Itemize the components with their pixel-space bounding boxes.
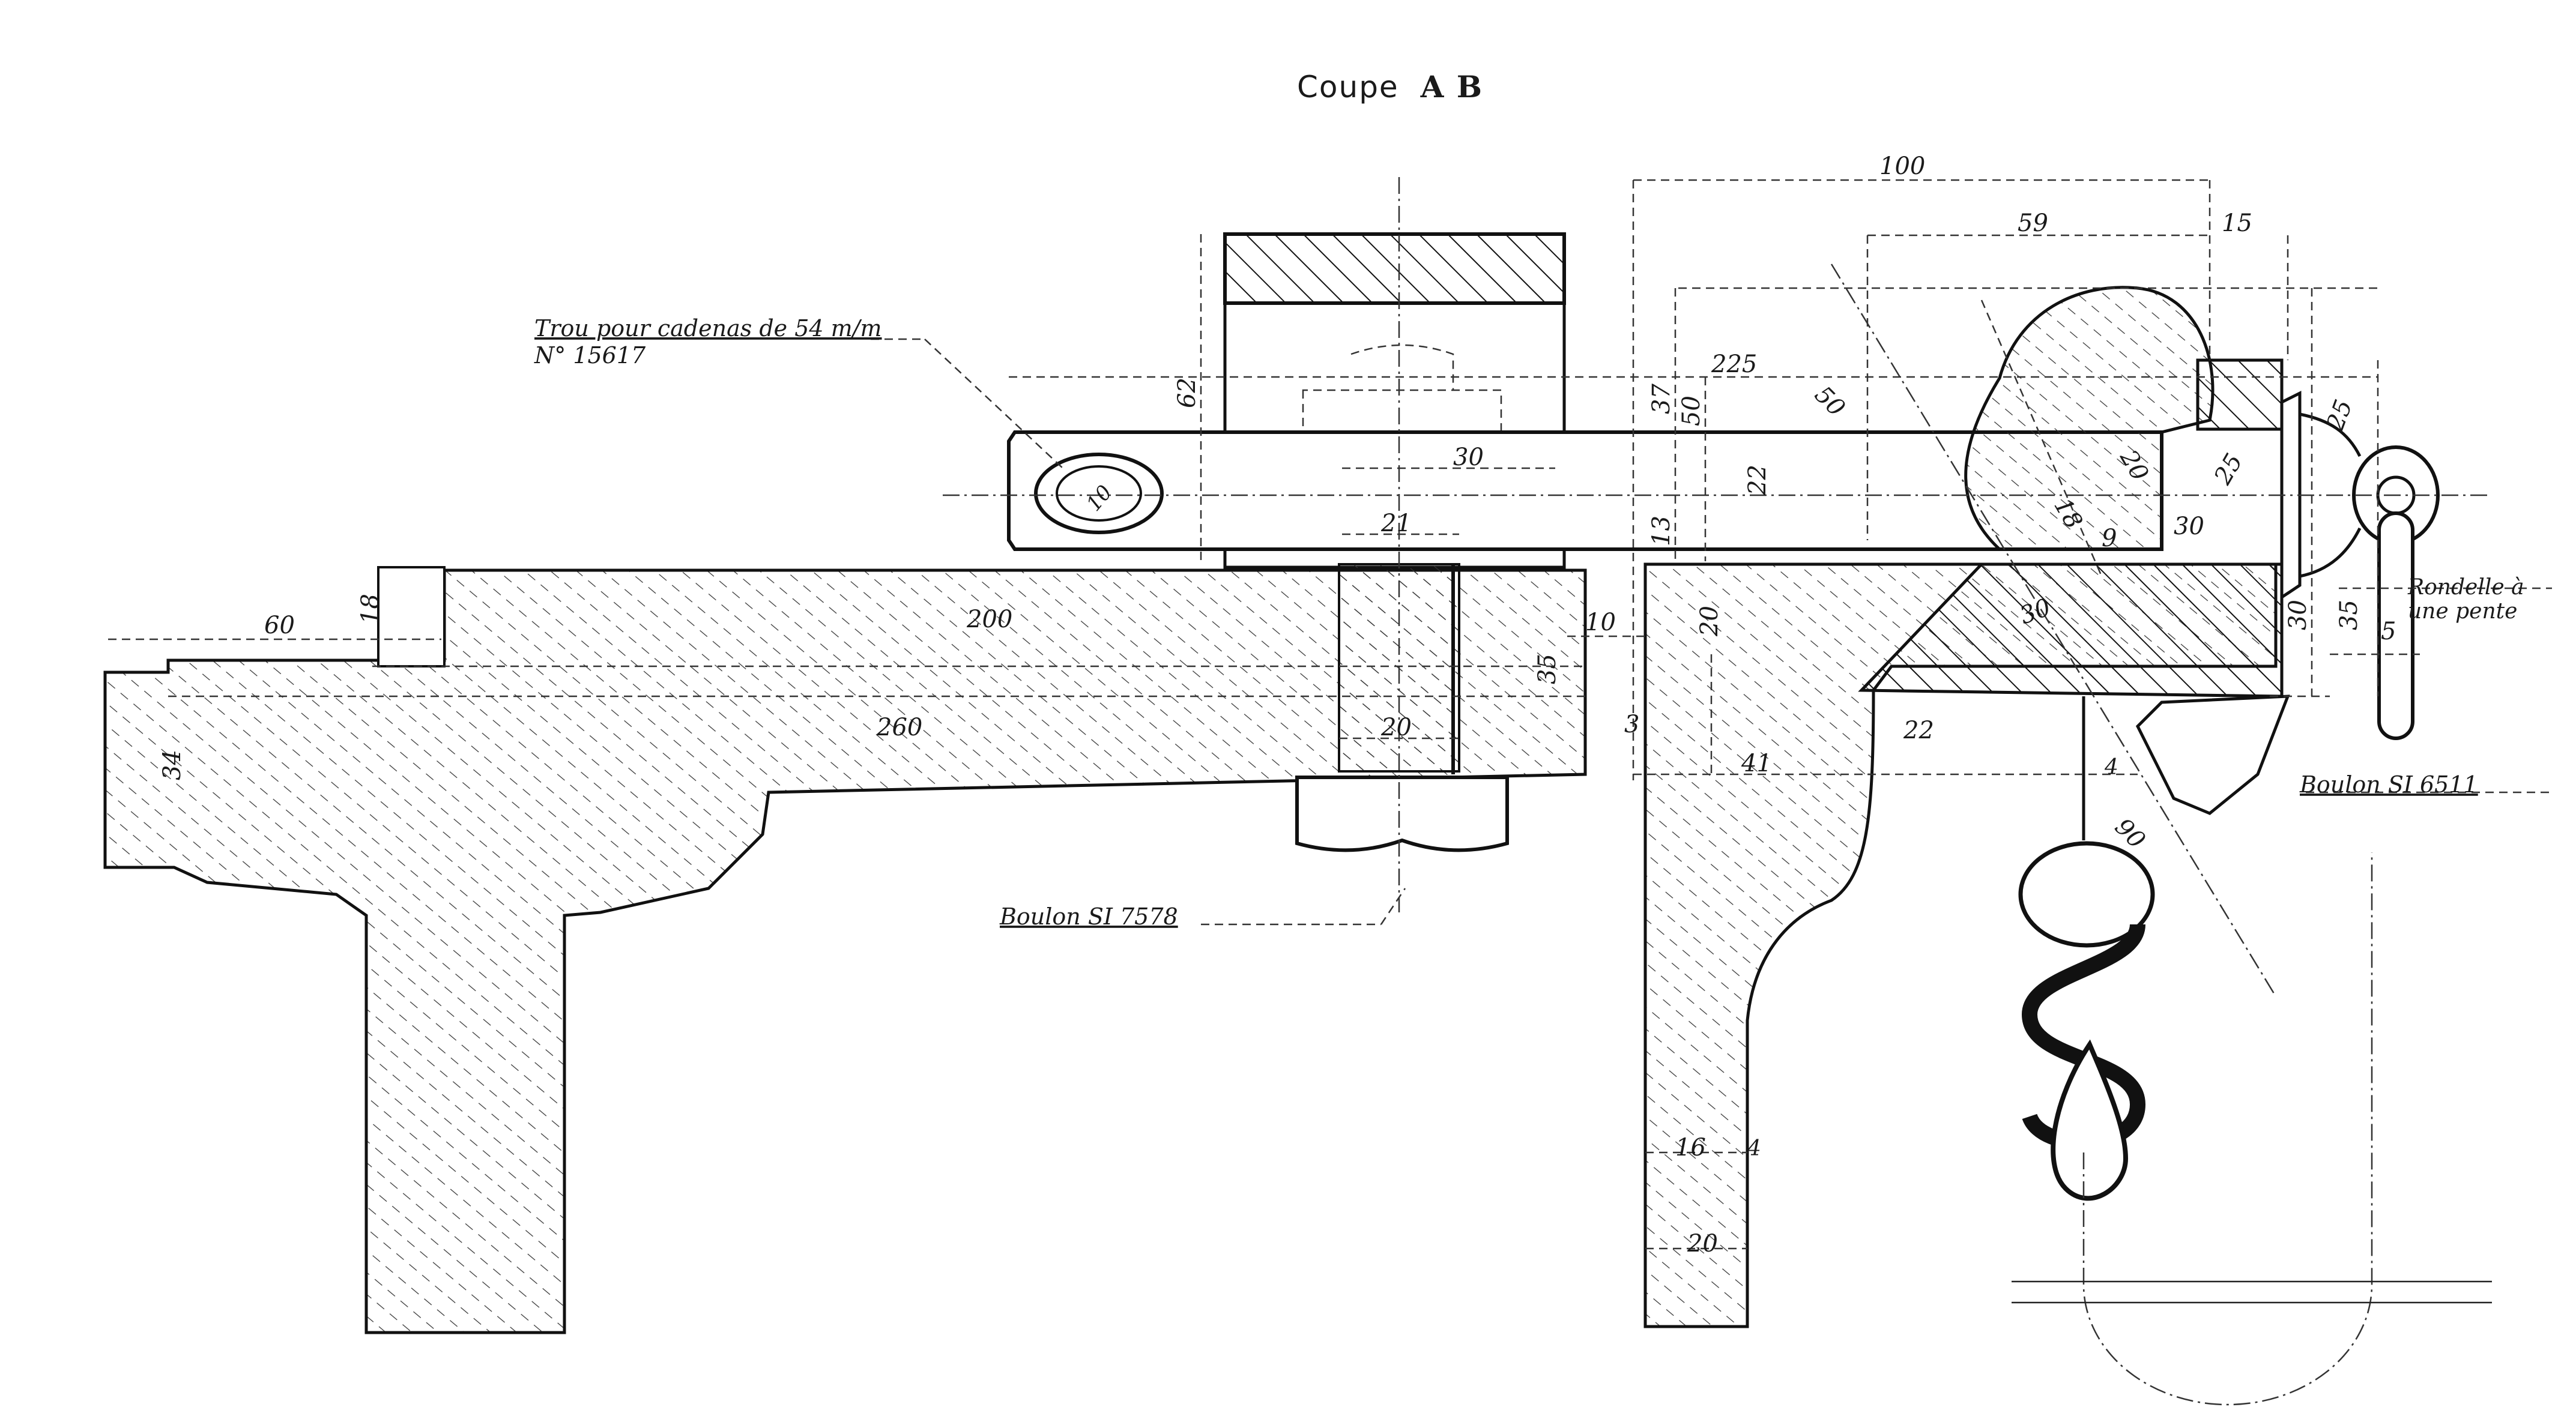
section-title: Coupe A B bbox=[1297, 69, 1483, 104]
dim-30-top: 30 bbox=[1453, 444, 1484, 471]
dim-20-bolt: 20 bbox=[1380, 714, 1412, 741]
dim-60: 60 bbox=[264, 612, 295, 639]
dim-13: 13 bbox=[1648, 516, 1675, 546]
dim-260: 260 bbox=[876, 714, 922, 741]
padlock-hole-note-line2: N° 15617 bbox=[534, 342, 646, 369]
dim-30-diagonal: 30 bbox=[2174, 513, 2204, 540]
cam-plate bbox=[2196, 358, 2284, 431]
bolt-nut bbox=[1295, 776, 1509, 852]
dimension-values: 100 59 15 225 50 37 50 62 30 10 22 21 13… bbox=[159, 152, 2396, 1258]
annotation-washer: Rondelle à une pente bbox=[2407, 575, 2524, 624]
dim-4-b: 4 bbox=[1747, 1136, 1761, 1161]
dim-35: 35 bbox=[1534, 654, 1561, 684]
dim-25-right: 25 bbox=[2321, 396, 2358, 435]
dim-37: 37 bbox=[1648, 384, 1675, 414]
dim-20-vertical: 20 bbox=[1696, 606, 1723, 637]
dimension-lines bbox=[108, 179, 2552, 1250]
top-block bbox=[1223, 232, 1566, 305]
cam-lever bbox=[1964, 286, 2215, 551]
padlock-hole bbox=[1034, 453, 1164, 534]
washer-pin bbox=[2377, 511, 2414, 740]
annotation-padlock: Trou pour cadenas de 54 m/m N° 15617 bbox=[534, 315, 882, 369]
dim-18: 18 bbox=[357, 594, 384, 624]
section-title-label: Coupe bbox=[1297, 70, 1399, 104]
centerline-diagonal-2 bbox=[1980, 300, 2103, 577]
dim-50-diagonal: 50 bbox=[1809, 381, 1851, 423]
dim-41: 41 bbox=[1741, 750, 1772, 777]
chain-hidden-arc bbox=[2082, 852, 2373, 1406]
dim-30-right: 30 bbox=[2284, 600, 2312, 630]
inclined-bolt bbox=[2135, 694, 2290, 815]
section-title-letters: A B bbox=[1420, 69, 1483, 104]
dim-9: 9 bbox=[2102, 525, 2117, 552]
centerline-diagonal bbox=[1830, 264, 2277, 997]
dim-35-right: 35 bbox=[2335, 600, 2363, 630]
dim-59: 59 bbox=[2018, 209, 2048, 237]
chain-link-ring bbox=[2018, 841, 2155, 948]
dim-20-bottom: 20 bbox=[1687, 1230, 1718, 1258]
dim-15: 15 bbox=[2222, 209, 2252, 237]
chain-loop-lower bbox=[2051, 1039, 2129, 1201]
padlock-hole-note-line1: Trou pour cadenas de 54 m/m bbox=[534, 315, 882, 342]
dim-5: 5 bbox=[2381, 618, 2396, 645]
lower-wedge bbox=[1858, 562, 2284, 698]
dim-225: 225 bbox=[1711, 351, 1757, 378]
dim-10-gap: 10 bbox=[1585, 609, 1616, 636]
dim-22-horizontal: 22 bbox=[1903, 717, 1934, 744]
dim-3: 3 bbox=[1624, 711, 1639, 738]
base-plate-notch bbox=[377, 566, 446, 667]
dim-22-vertical: 22 bbox=[1744, 465, 1771, 496]
washer-note-line2: une pente bbox=[2408, 599, 2517, 624]
bolt-left-label: Boulon SI 7578 bbox=[999, 903, 1178, 930]
right-column-section bbox=[1643, 562, 2278, 1328]
dim-50-vertical: 50 bbox=[1678, 396, 1705, 426]
padlock-hole-inner bbox=[1056, 465, 1142, 522]
washer-tab bbox=[2299, 412, 2362, 578]
dim-4-a: 4 bbox=[2104, 755, 2118, 780]
dim-62: 62 bbox=[1173, 378, 1201, 408]
dim-200: 200 bbox=[966, 606, 1012, 633]
dim-34: 34 bbox=[159, 750, 186, 780]
dim-16: 16 bbox=[1675, 1134, 1706, 1161]
bolt-right-label: Boulon SI 6511 bbox=[2299, 771, 2478, 798]
dim-21: 21 bbox=[1380, 510, 1412, 537]
dim-25-diagonal: 25 bbox=[2209, 449, 2248, 490]
dim-100: 100 bbox=[1879, 152, 1925, 180]
washer-note-line1: Rondelle à bbox=[2407, 575, 2524, 600]
